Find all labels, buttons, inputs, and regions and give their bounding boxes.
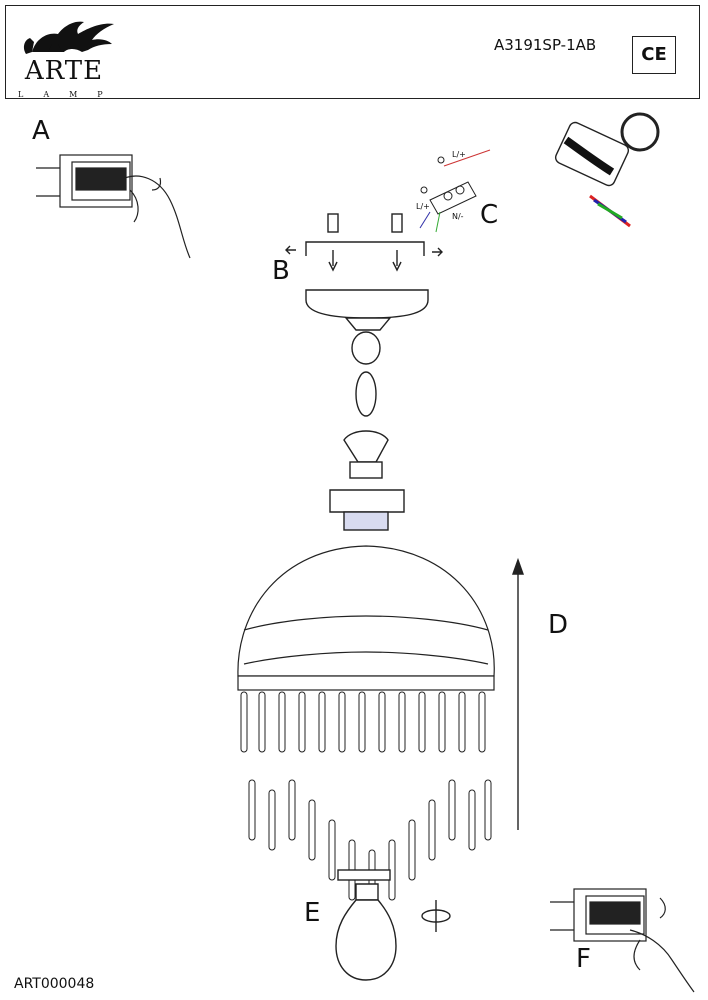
wire-label-live-top: L/+ bbox=[452, 150, 466, 159]
griffin-logo-icon bbox=[23, 21, 114, 54]
step-f-label: F bbox=[576, 944, 591, 974]
mounting-bracket-b bbox=[285, 213, 443, 272]
rotate-icon bbox=[421, 900, 451, 932]
step-a-label: A bbox=[32, 116, 50, 146]
step-d-label: D bbox=[548, 610, 569, 640]
lamp-shade bbox=[237, 545, 495, 691]
breaker-panel-a bbox=[36, 154, 191, 259]
brand-name: ARTE bbox=[24, 56, 104, 86]
height-adjust-arrow bbox=[512, 557, 524, 830]
ce-mark: CE bbox=[632, 36, 676, 74]
wire-label-neutral: N/- bbox=[452, 212, 464, 221]
step-e-label: E bbox=[304, 898, 321, 928]
step-c-label: C bbox=[480, 200, 499, 230]
terminal-block-c bbox=[419, 149, 491, 233]
breaker-panel-f bbox=[550, 888, 695, 993]
step-b-label: B bbox=[272, 256, 290, 286]
lamp-canopy bbox=[305, 289, 429, 531]
wire-connector-icon bbox=[554, 112, 660, 228]
light-bulb-icon bbox=[335, 869, 397, 981]
model-number: A3191SP-1AB bbox=[494, 36, 597, 54]
document-code: ART000048 bbox=[14, 976, 95, 992]
header-frame: ARTE LAMP A3191SP-1AB CE bbox=[5, 5, 700, 99]
wire-label-live-left: L/+ bbox=[416, 202, 430, 211]
brand-subtitle: LAMP bbox=[18, 90, 123, 99]
